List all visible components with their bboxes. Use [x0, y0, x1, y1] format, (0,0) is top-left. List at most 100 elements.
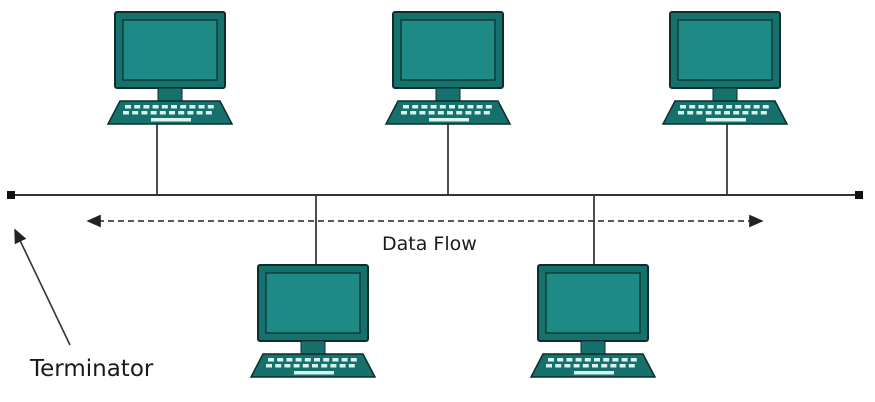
- key: [321, 364, 328, 368]
- key: [476, 105, 483, 109]
- key: [178, 111, 185, 115]
- key: [726, 105, 732, 109]
- computer-top-1-icon: [106, 11, 234, 125]
- key: [266, 364, 272, 368]
- key: [584, 358, 591, 362]
- key: [687, 111, 694, 115]
- key: [286, 358, 293, 362]
- key: [123, 111, 129, 115]
- key: [189, 105, 196, 109]
- monitor-screen: [400, 19, 496, 81]
- key: [612, 358, 619, 362]
- key: [548, 358, 554, 362]
- spacebar: [294, 371, 334, 375]
- spacebar: [574, 371, 614, 375]
- key: [751, 111, 758, 115]
- key: [152, 105, 159, 109]
- key: [205, 111, 212, 115]
- key: [268, 358, 274, 362]
- key: [449, 105, 455, 109]
- key: [714, 111, 721, 115]
- monitor-screen: [265, 272, 361, 334]
- key: [293, 364, 300, 368]
- key: [143, 105, 150, 109]
- key: [610, 364, 617, 368]
- monitor-stand: [712, 87, 738, 102]
- key: [150, 111, 157, 115]
- computers: [106, 11, 789, 378]
- key: [180, 105, 187, 109]
- key: [557, 358, 564, 362]
- key: [716, 105, 723, 109]
- key: [762, 105, 769, 109]
- key: [275, 364, 282, 368]
- spacebar: [706, 118, 746, 122]
- key: [350, 358, 357, 362]
- key: [401, 111, 407, 115]
- key: [277, 358, 284, 362]
- key: [161, 105, 168, 109]
- key: [753, 105, 760, 109]
- key: [439, 105, 446, 109]
- terminator-pointer-arrow: [14, 228, 71, 346]
- key: [169, 111, 175, 115]
- key: [594, 358, 600, 362]
- key: [330, 364, 337, 368]
- key: [348, 364, 355, 368]
- key: [284, 364, 291, 368]
- key: [724, 111, 730, 115]
- key: [323, 358, 330, 362]
- key: [421, 105, 428, 109]
- key: [134, 105, 141, 109]
- key: [332, 358, 339, 362]
- key: [456, 111, 463, 115]
- key: [733, 111, 740, 115]
- terminator-label: Terminator: [29, 356, 154, 382]
- key: [125, 105, 131, 109]
- spacebar: [429, 118, 469, 122]
- computer-bottom-1-icon: [249, 264, 377, 378]
- key: [196, 111, 203, 115]
- key: [171, 105, 177, 109]
- key: [760, 111, 767, 115]
- key: [132, 111, 139, 115]
- terminator-right: [855, 191, 863, 199]
- key: [302, 364, 309, 368]
- key: [735, 105, 742, 109]
- computer-bottom-2-icon: [529, 264, 657, 378]
- key: [603, 358, 610, 362]
- key: [744, 105, 751, 109]
- key: [705, 111, 712, 115]
- key: [467, 105, 474, 109]
- key: [485, 105, 492, 109]
- key: [573, 364, 580, 368]
- key: [295, 358, 302, 362]
- key: [403, 105, 409, 109]
- key: [678, 111, 684, 115]
- key: [339, 364, 346, 368]
- key: [458, 105, 465, 109]
- monitor-screen: [545, 272, 641, 334]
- key: [628, 364, 635, 368]
- key: [742, 111, 749, 115]
- key: [621, 358, 628, 362]
- computer-top-3-icon: [661, 11, 789, 125]
- monitor-screen: [677, 19, 773, 81]
- key: [483, 111, 490, 115]
- key: [304, 358, 311, 362]
- spacebar: [151, 118, 191, 122]
- key: [689, 105, 696, 109]
- key: [465, 111, 472, 115]
- key: [447, 111, 453, 115]
- key: [412, 105, 419, 109]
- data-flow-label: Data Flow: [382, 233, 477, 255]
- key: [680, 105, 686, 109]
- key: [566, 358, 573, 362]
- key: [564, 364, 571, 368]
- key: [474, 111, 481, 115]
- key: [555, 364, 562, 368]
- key: [582, 364, 589, 368]
- key: [141, 111, 148, 115]
- key: [696, 111, 703, 115]
